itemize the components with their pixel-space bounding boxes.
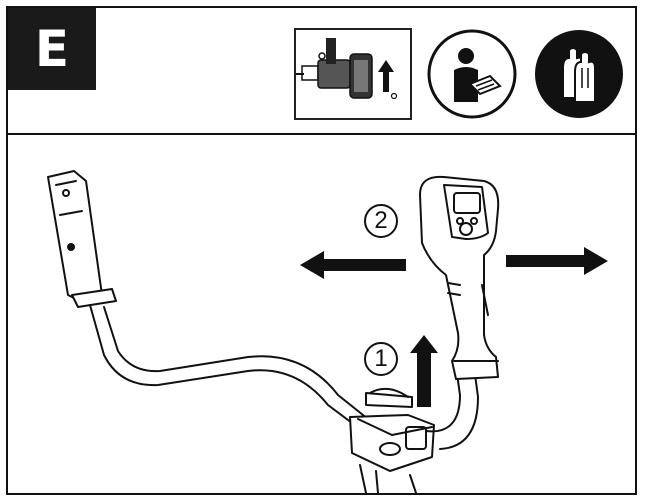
handlebar-tube — [89, 304, 369, 436]
callout-number-1: 1 — [364, 342, 398, 376]
panel-header: E — [8, 8, 635, 135]
arrow-right — [506, 247, 608, 275]
left-grip — [47, 170, 103, 306]
arrow-up — [410, 335, 438, 407]
step-letter-badge: E — [8, 8, 96, 90]
assembly-illustration — [47, 170, 608, 493]
callout-number-2: 2 — [364, 204, 398, 238]
clamp-knob — [365, 392, 413, 408]
read-manual-icon — [426, 28, 518, 120]
tool-mount-icon — [294, 28, 412, 120]
wear-gloves-icon — [533, 28, 625, 120]
arrow-left — [300, 251, 406, 279]
instruction-panel: E — [6, 6, 637, 495]
